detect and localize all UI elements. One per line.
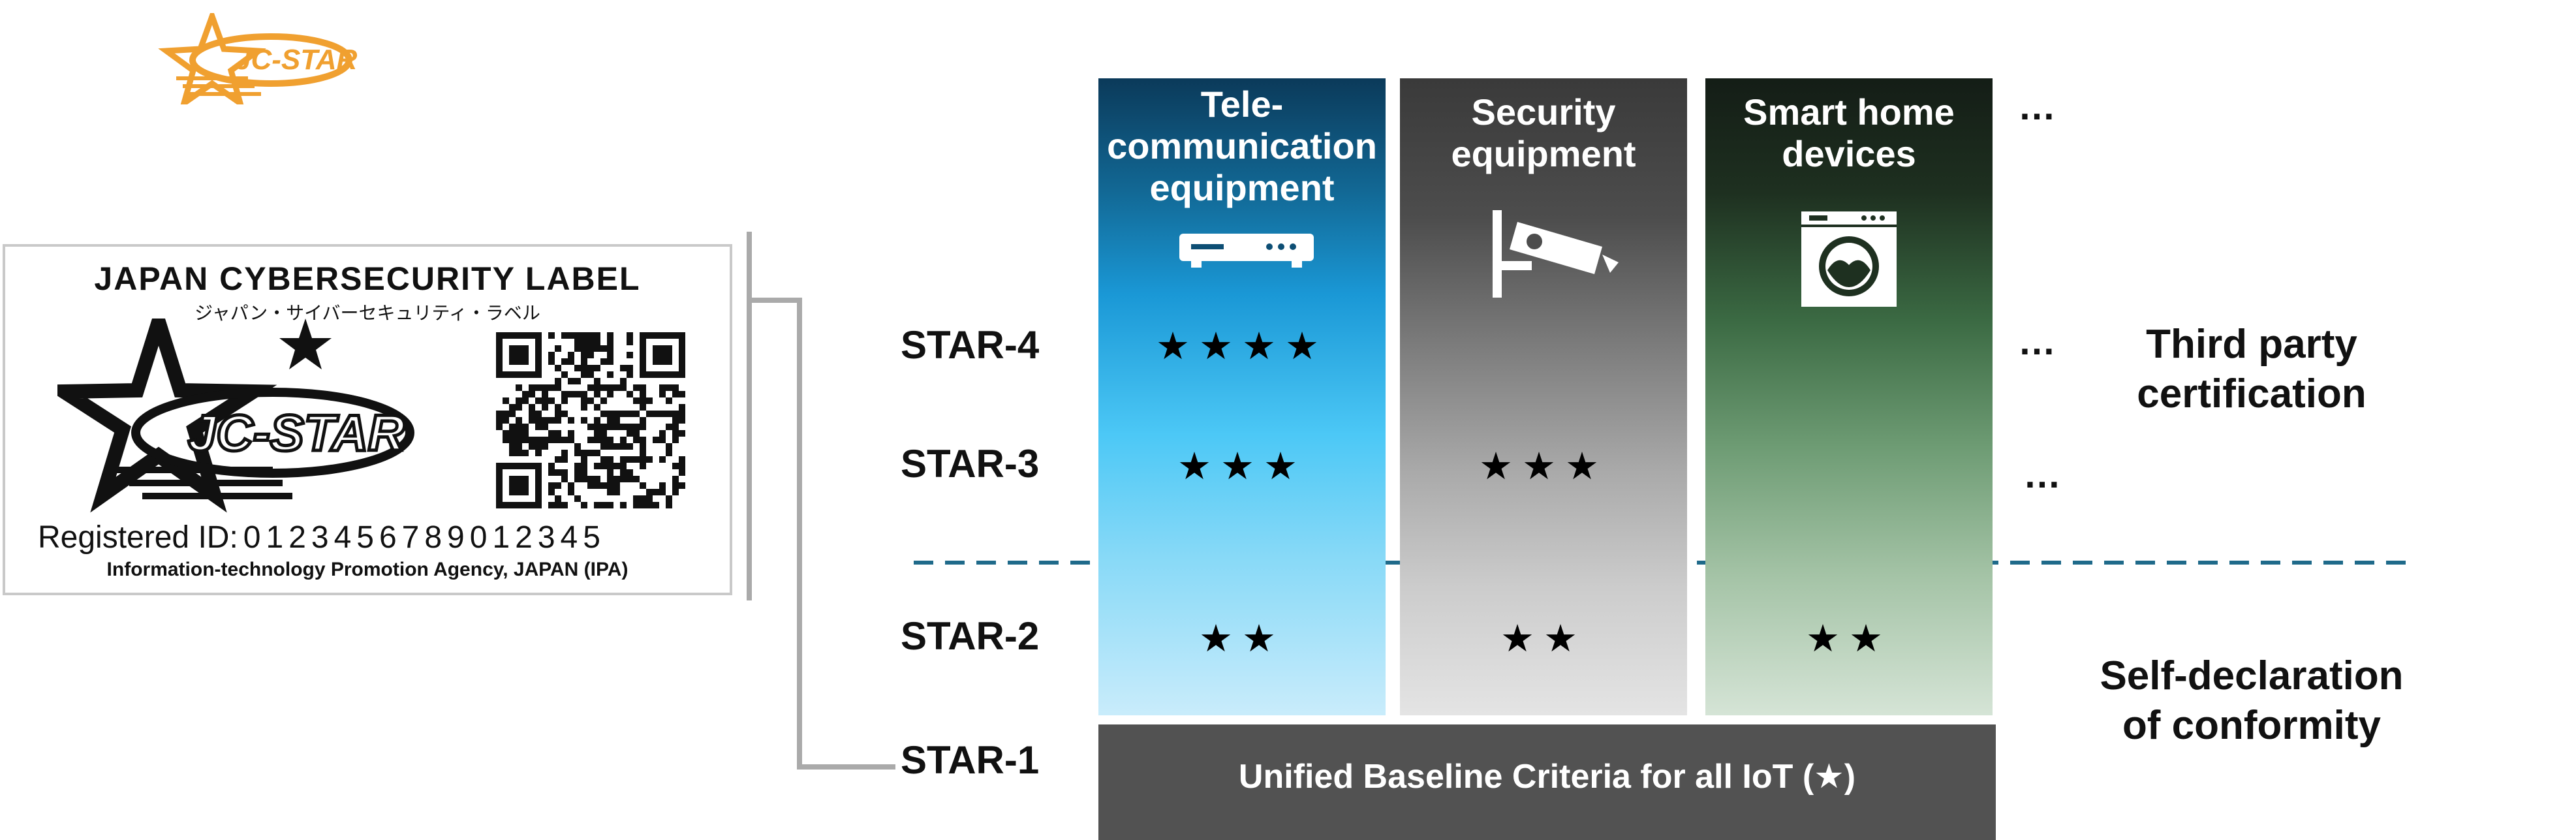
qr-code[interactable] (496, 332, 685, 509)
jc-star-label-logo: JC-STAR (57, 319, 414, 513)
star1-connector-line (749, 298, 895, 770)
label-title: JAPAN CYBERSECURITY LABEL (94, 260, 641, 297)
column-telecom: Tele- communication equipment (1098, 78, 1386, 715)
router-icon (1179, 234, 1314, 268)
registered-id-line: Registered ID:012345678901234​5 (38, 520, 606, 555)
telecom-star2-stars: ★★ (1199, 617, 1285, 660)
level-label-star2: STAR-2 (901, 614, 1040, 658)
security-title: Security equipment (1451, 91, 1636, 174)
registered-id-label: Registered ID: (38, 520, 238, 555)
baseline-criteria-text: Unified Baseline Criteria for all IoT (★… (1238, 758, 1856, 796)
level-label-star4: STAR-4 (901, 323, 1040, 367)
ellipsis-star4: … (2018, 320, 2056, 363)
third-party-certification-text: Third party certification (2137, 322, 2367, 416)
jc-star-logo: JC-STAR (158, 13, 358, 104)
cybersecurity-label-card: JAPAN CYBERSECURITY LABEL ジャパン・サイバーセキュリテ… (3, 244, 732, 595)
self-declaration-text: Self-declaration of conformity (2100, 653, 2404, 748)
ellipsis-star3: … (2023, 454, 2061, 496)
baseline-criteria-bar: Unified Baseline Criteria for all IoT (★… (1098, 724, 1996, 840)
security-star3-stars: ★★★ (1479, 445, 1608, 488)
washing-machine-icon (1801, 211, 1897, 307)
level-label-star3: STAR-3 (901, 442, 1040, 486)
telecom-star3-stars: ★★★ (1177, 445, 1307, 488)
label-subtitle: ジャパン・サイバーセキュリティ・ラベル (194, 302, 540, 324)
level-label-star1: STAR-1 (901, 738, 1040, 782)
security-camera-icon (1493, 210, 1619, 298)
column-smart-home: Smart home devices (1705, 78, 1993, 715)
ellipsis-header: … (2018, 86, 2056, 128)
registered-id-value: 012345678901234​5 (243, 520, 606, 555)
security-star2-stars: ★★ (1500, 617, 1587, 660)
column-security: Security equipment (1400, 78, 1687, 715)
telecom-title: Tele- communication equipment (1107, 84, 1377, 208)
telecom-star4-stars: ★★★★ (1156, 325, 1328, 367)
agency-name: Information-technology Promotion Agency,… (106, 559, 628, 580)
smart-home-star2-stars: ★★ (1806, 617, 1892, 660)
top-logo-text: JC-STAR (235, 44, 358, 76)
label-logo-text: JC-STAR (188, 404, 405, 461)
smart-home-title: Smart home devices (1743, 91, 1955, 174)
